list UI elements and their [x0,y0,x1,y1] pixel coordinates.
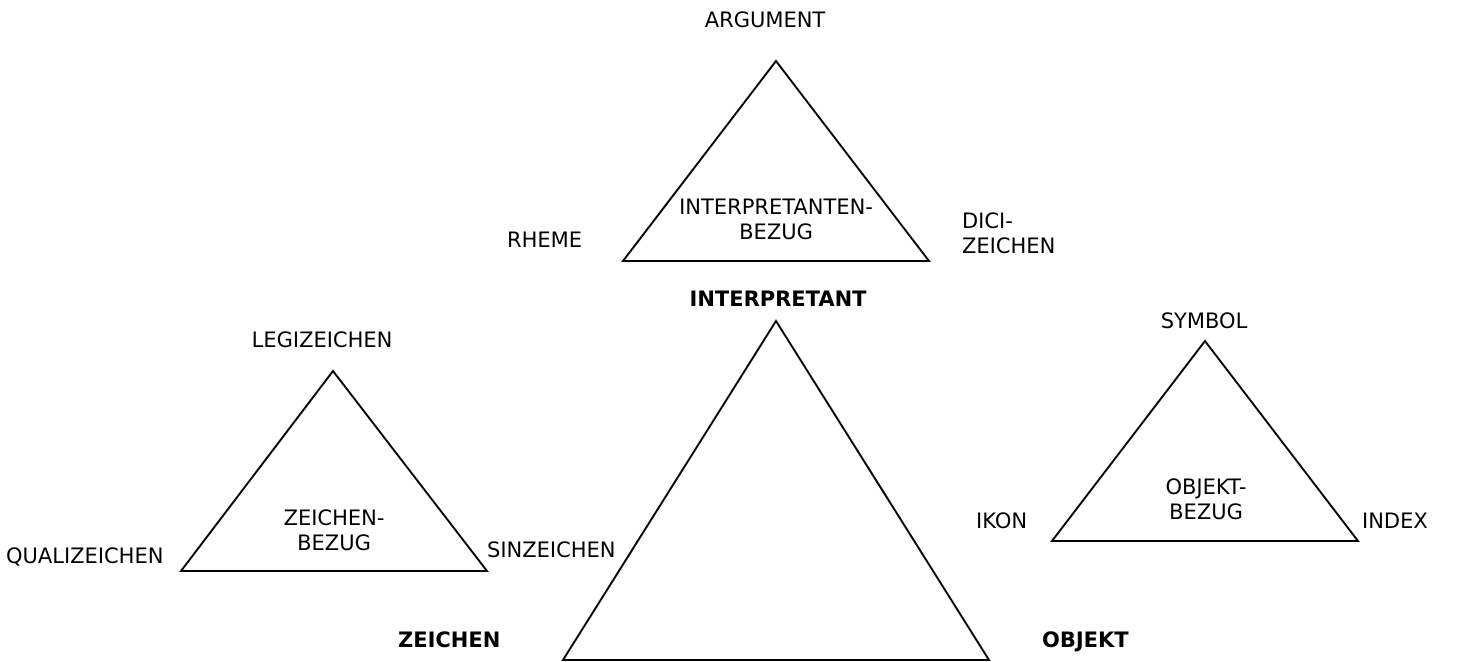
zeichen-triangle [178,369,490,572]
label-interpretantenbezug: INTERPRETANTEN- BEZUG [679,195,873,245]
label-interpretantenbezug-line1: INTERPRETANTEN- [679,195,873,219]
label-zeichenbezug: ZEICHEN- BEZUG [284,506,385,556]
label-zeichenbezug-line2: BEZUG [297,531,371,556]
label-dicizeichen: DICI- ZEICHEN [962,209,1055,259]
objekt-triangle [1049,339,1361,542]
main-triangle [561,319,991,661]
label-zeichen: ZEICHEN [398,628,501,652]
label-zeichenbezug-line1: ZEICHEN- [283,506,385,530]
label-dicizeichen-line2: ZEICHEN [962,234,1056,259]
label-rheme: RHEME [507,228,583,252]
interpretant-triangle [620,59,932,262]
label-index: INDEX [1362,509,1428,533]
label-objektbezug-line2: BEZUG [1169,500,1243,525]
label-ikon: IKON [976,509,1028,533]
label-objektbezug: OBJEKT- BEZUG [1165,475,1246,525]
label-objektbezug-line1: OBJEKT- [1165,475,1247,499]
label-argument: ARGUMENT [704,8,826,32]
label-sinzeichen: SINZEICHEN [487,538,616,562]
label-symbol: SYMBOL [1160,309,1248,333]
label-dicizeichen-line1: DICI- [962,209,1013,233]
label-legizeichen: LEGIZEICHEN [251,328,393,352]
label-interpretantenbezug-line2: BEZUG [739,220,813,245]
label-objekt: OBJEKT [1042,628,1129,652]
label-interpretant: INTERPRETANT [689,287,867,311]
label-qualizeichen: QUALIZEICHEN [6,544,164,568]
